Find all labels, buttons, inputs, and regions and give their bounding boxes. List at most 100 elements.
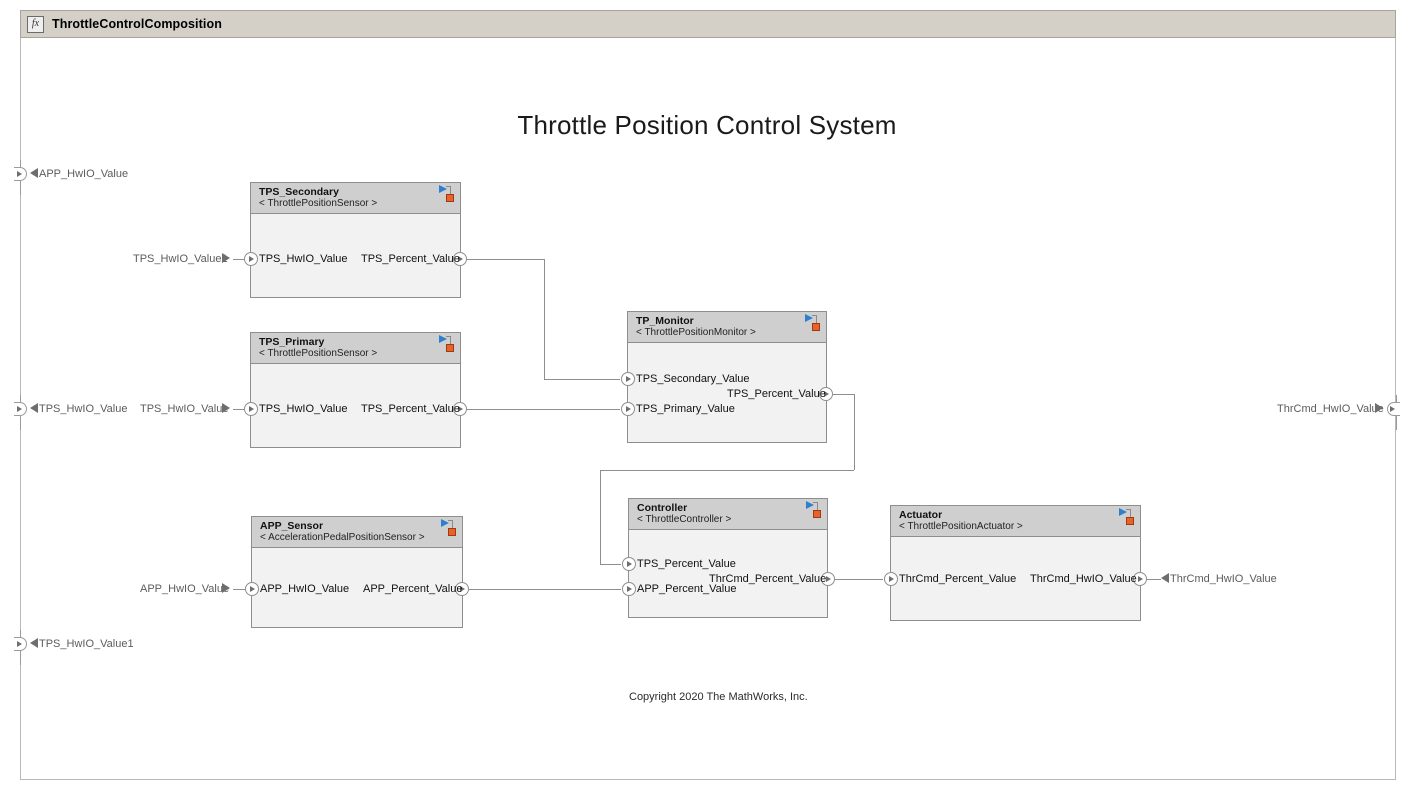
signal-arrow-tps-hwio-value <box>222 403 230 413</box>
port-in-actuator-thrcmd-percent[interactable] <box>884 572 898 586</box>
component-name: TP_Monitor <box>636 315 694 327</box>
connector-appsensor-out[interactable] <box>469 589 621 590</box>
component-name: TPS_Secondary <box>259 186 339 198</box>
component-header: APP_Sensor < AccelerationPedalPositionSe… <box>252 517 462 548</box>
port-in-tps-secondary-hwio[interactable] <box>244 252 258 266</box>
port-label-tp-monitor-out: TPS_Percent_Value <box>727 388 826 400</box>
connector-root-tps-stub-down <box>20 416 21 430</box>
port-out-tps-secondary-percent[interactable] <box>453 252 467 266</box>
component-tps-secondary[interactable]: TPS_Secondary < ThrottlePositionSensor > <box>250 182 461 298</box>
signal-label-app-hwio-value: APP_HwIO_Value <box>140 583 230 595</box>
connector-secondary-out-h2[interactable] <box>544 379 620 380</box>
connector-tps1-to-secondary[interactable] <box>233 259 245 260</box>
signal-label-thrcmd-hwio-value: ThrCmd_HwIO_Value <box>1170 573 1277 585</box>
signal-arrow-app-hwio <box>30 168 38 178</box>
port-in-tps-primary-hwio[interactable] <box>244 402 258 416</box>
signal-arrow-app-hwio-value <box>222 583 230 593</box>
fx-icon: fx <box>27 15 44 33</box>
component-stereotype: < ThrottlePositionMonitor > <box>636 327 756 338</box>
signal-arrow-tps-hwio <box>30 403 38 413</box>
component-header: Actuator < ThrottlePositionActuator > <box>891 506 1140 537</box>
root-port-label-thrcmd-hwio: ThrCmd_HwIO_Value <box>1277 403 1384 415</box>
component-actuator[interactable]: Actuator < ThrottlePositionActuator > <box>890 505 1141 621</box>
root-port-label-tps-hwio: TPS_HwIO_Value <box>39 403 128 415</box>
port-out-actuator-thrcmd-hwio[interactable] <box>1133 572 1147 586</box>
connector-monitor-out-h3[interactable] <box>600 564 621 565</box>
connector-root-app-stub-down <box>20 181 21 195</box>
signal-arrow-tps-hwio-value1 <box>222 253 230 263</box>
component-stereotype: < ThrottlePositionSensor > <box>259 348 378 359</box>
port-label-tp-monitor-in-1: TPS_Secondary_Value <box>636 373 750 385</box>
component-controller[interactable]: Controller < ThrottleController > <box>628 498 828 618</box>
port-in-app-sensor-hwio[interactable] <box>245 582 259 596</box>
port-out-tp-monitor-percent[interactable] <box>819 387 833 401</box>
component-stereotype: < ThrottleController > <box>637 514 732 525</box>
component-header: TP_Monitor < ThrottlePositionMonitor > <box>628 312 826 343</box>
connector-actuator-out[interactable] <box>1147 579 1161 580</box>
connector-primary-out[interactable] <box>467 409 620 410</box>
port-label-controller-in-1: TPS_Percent_Value <box>637 558 736 570</box>
root-port-tps-hwio[interactable] <box>14 402 27 416</box>
connector-app-to-sensor[interactable] <box>233 589 245 590</box>
connector-monitor-out-v2[interactable] <box>600 470 601 564</box>
port-label-controller-out: ThrCmd_Percent_Value <box>709 573 827 585</box>
port-interface-badge-icon <box>806 501 823 519</box>
component-tp-monitor[interactable]: TP_Monitor < ThrottlePositionMonitor > <box>627 311 827 443</box>
connector-monitor-out-v1[interactable] <box>854 394 855 470</box>
connector-monitor-out-h2[interactable] <box>600 470 854 471</box>
signal-arrow-thrcmd-hwio-out <box>1375 403 1383 413</box>
connector-root-thrcmd-stub-down <box>1396 416 1397 430</box>
port-in-tp-monitor-secondary[interactable] <box>621 372 635 386</box>
component-stereotype: < ThrottlePositionActuator > <box>899 521 1023 532</box>
port-label-tps-primary-out: TPS_Percent_Value <box>361 403 460 415</box>
port-label-tps-secondary-in: TPS_HwIO_Value <box>259 253 348 265</box>
model-titlebar: fx ThrottleControlComposition <box>20 10 1396 38</box>
component-header: TPS_Secondary < ThrottlePositionSensor > <box>251 183 460 214</box>
connector-controller-to-actuator[interactable] <box>835 579 883 580</box>
port-interface-badge-icon <box>1119 508 1136 526</box>
port-out-tps-primary-percent[interactable] <box>453 402 467 416</box>
connector-tps-to-primary[interactable] <box>233 409 245 410</box>
port-label-actuator-out: ThrCmd_HwIO_Value <box>1030 573 1137 585</box>
root-port-app-hwio[interactable] <box>14 167 27 181</box>
signal-arrow-tps-hwio-1 <box>30 638 38 648</box>
port-label-tps-secondary-out: TPS_Percent_Value <box>361 253 460 265</box>
component-stereotype: < AccelerationPedalPositionSensor > <box>260 532 425 543</box>
connector-monitor-out-h1[interactable] <box>833 394 854 395</box>
port-interface-badge-icon <box>441 519 458 537</box>
root-port-tps-hwio-1[interactable] <box>14 637 27 651</box>
port-label-app-sensor-out: APP_Percent_Value <box>363 583 463 595</box>
port-label-app-sensor-in: APP_HwIO_Value <box>260 583 350 595</box>
component-name: Controller <box>637 502 688 514</box>
root-port-thrcmd-hwio[interactable] <box>1387 402 1400 416</box>
component-app-sensor[interactable]: APP_Sensor < AccelerationPedalPositionSe… <box>251 516 463 628</box>
port-in-controller-tps-percent[interactable] <box>622 557 636 571</box>
component-name: Actuator <box>899 509 943 521</box>
signal-arrow-thrcmd-hwio-value <box>1161 573 1169 583</box>
port-label-actuator-in: ThrCmd_Percent_Value <box>899 573 1017 585</box>
signal-label-tps-hwio-value: TPS_HwIO_Value <box>140 403 229 415</box>
page-title: ThrottleControlComposition <box>52 17 222 31</box>
port-in-controller-app-percent[interactable] <box>622 582 636 596</box>
port-out-controller-thrcmd[interactable] <box>821 572 835 586</box>
port-label-controller-in-2: APP_Percent_Value <box>637 583 737 595</box>
copyright-annotation: Copyright 2020 The MathWorks, Inc. <box>629 691 808 703</box>
connector-secondary-out-v[interactable] <box>544 259 545 379</box>
component-header: TPS_Primary < ThrottlePositionSensor > <box>251 333 460 364</box>
root-port-label-app-hwio: APP_HwIO_Value <box>39 168 129 180</box>
connector-secondary-out-h1[interactable] <box>467 259 544 260</box>
diagram-title: Throttle Position Control System <box>517 110 897 140</box>
connector-root-tps1-stub-down <box>20 651 21 665</box>
component-name: APP_Sensor <box>260 520 324 532</box>
port-out-app-sensor-percent[interactable] <box>455 582 469 596</box>
port-label-tp-monitor-in-2: TPS_Primary_Value <box>636 403 735 415</box>
root-port-label-tps-hwio-1: TPS_HwIO_Value1 <box>39 638 134 650</box>
port-label-tps-primary-in: TPS_HwIO_Value <box>259 403 348 415</box>
port-interface-badge-icon <box>805 314 822 332</box>
signal-label-tps-hwio-value1: TPS_HwIO_Value1 <box>133 253 228 265</box>
port-in-tp-monitor-primary[interactable] <box>621 402 635 416</box>
component-stereotype: < ThrottlePositionSensor > <box>259 198 378 209</box>
component-tps-primary[interactable]: TPS_Primary < ThrottlePositionSensor > <box>250 332 461 448</box>
port-interface-badge-icon <box>439 335 456 353</box>
